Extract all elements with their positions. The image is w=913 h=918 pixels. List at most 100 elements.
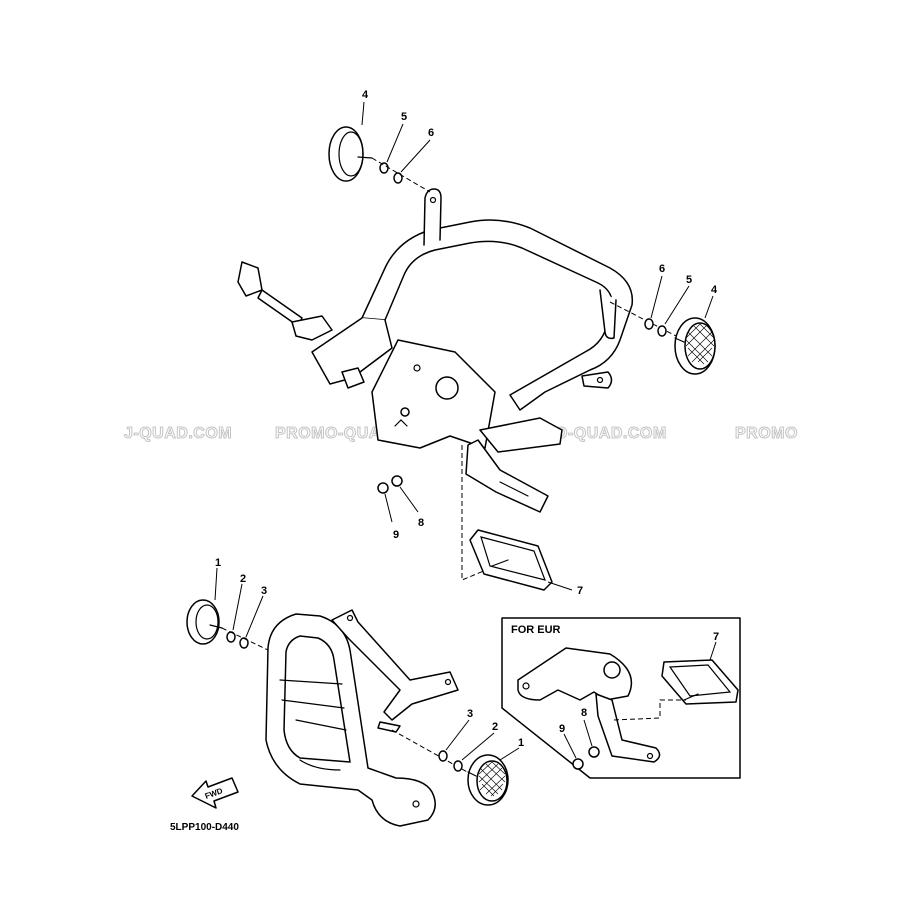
axis-line-right xyxy=(609,301,681,339)
callout-eur-9: 9 xyxy=(559,723,565,735)
reflector-1-left-rim xyxy=(195,604,219,640)
guard-mount-bracket xyxy=(331,609,459,721)
watermark-text-4: PROMO xyxy=(735,425,798,442)
callout-1: 1 xyxy=(215,557,221,569)
washer-8 xyxy=(391,475,403,487)
eur-inset-title: FOR EUR xyxy=(511,624,561,636)
guard-pin xyxy=(377,721,401,733)
leader-2 xyxy=(232,583,243,631)
left-hook xyxy=(341,367,365,389)
nut-6-right xyxy=(644,318,654,330)
rubber-mount-end xyxy=(291,315,333,341)
callout-6: 6 xyxy=(428,127,434,139)
nut-6-left xyxy=(393,172,403,184)
eur-bracket-hole-small xyxy=(522,682,530,690)
reflector-1-right-face xyxy=(476,760,508,802)
front-guard-assembly xyxy=(265,609,459,827)
bottom-left-reflector-group: 1 2 3 xyxy=(186,557,269,651)
eur-washer-8 xyxy=(588,746,600,758)
eur-nut-9 xyxy=(572,758,584,770)
right-loop-tab xyxy=(581,371,613,389)
reflector-1-left xyxy=(186,599,220,645)
axis-line-br xyxy=(391,729,479,779)
bracket-frame xyxy=(361,219,634,411)
diagram-code: 5LPP100-D440 xyxy=(170,822,239,833)
callout-5r: 5 xyxy=(686,274,692,286)
bottom-right-reflector-group: 3 2 1 xyxy=(391,708,524,806)
guard-mount-hole-1 xyxy=(346,614,354,622)
bracket-hole-small xyxy=(400,407,410,417)
axis-line xyxy=(371,157,431,193)
plate-7 xyxy=(469,529,553,591)
eur-bracket xyxy=(517,647,633,701)
callout-eur-7: 7 xyxy=(713,631,719,643)
nut-9 xyxy=(377,482,389,494)
right-stay xyxy=(479,417,563,453)
reflector-4-left-stud xyxy=(357,156,373,159)
callout-6r: 6 xyxy=(659,263,665,275)
nut-3-right xyxy=(438,750,448,762)
bracket-hole-large xyxy=(435,376,459,400)
washer-5-right xyxy=(657,325,667,337)
axis-line-bl xyxy=(221,627,269,651)
right-mount-tab xyxy=(599,289,617,340)
reflector-1-right-stud xyxy=(467,771,477,777)
callout-eur-8: 8 xyxy=(581,707,587,719)
guard-ribs xyxy=(279,679,347,731)
plate-7-stud xyxy=(491,559,509,567)
top-left-reflector-group: 4 5 6 xyxy=(328,89,434,193)
center-bracket-plate xyxy=(371,339,496,449)
left-arm xyxy=(311,317,393,385)
leader-eur-8 xyxy=(583,719,593,747)
guard-mount-hole-2 xyxy=(444,678,452,686)
leader-6 xyxy=(400,139,431,173)
leader-2r xyxy=(461,732,495,761)
washer-5-left xyxy=(379,162,389,174)
callout-8: 8 xyxy=(418,517,424,529)
callout-1r: 1 xyxy=(518,737,524,749)
lower-slot xyxy=(499,481,529,497)
leader-6r xyxy=(650,275,663,319)
leader-7 xyxy=(547,581,573,591)
reflector-4-right-stud xyxy=(674,337,685,343)
eur-lower-hole xyxy=(646,752,654,760)
leader-4r xyxy=(704,295,714,319)
leader-eur-9 xyxy=(563,733,577,759)
callout-9: 9 xyxy=(393,529,399,541)
eur-lower-bracket xyxy=(595,693,661,763)
leader-3r xyxy=(445,719,470,751)
guard-foot-hole xyxy=(412,800,420,808)
watermark-text-1: J-QUAD.COM xyxy=(124,425,232,442)
callout-3: 3 xyxy=(261,585,267,597)
leader-5 xyxy=(386,123,404,163)
reflector-4-right-face xyxy=(684,322,716,370)
leader-1r xyxy=(499,747,520,761)
fwd-arrow: FWD xyxy=(191,777,239,809)
reflector-1-right-hatch xyxy=(478,761,506,797)
leader-8 xyxy=(399,486,419,513)
fwd-arrow-shape xyxy=(191,777,239,809)
callout-5: 5 xyxy=(401,111,407,123)
top-mount-tab xyxy=(423,188,442,246)
guard-inner xyxy=(283,635,351,763)
leader-4 xyxy=(361,101,365,126)
reflector-1-left-stud xyxy=(209,624,223,629)
loop-hole xyxy=(596,376,604,384)
callout-2: 2 xyxy=(240,573,246,585)
guard-lower-curve xyxy=(299,759,341,771)
reflector-4-left-rim xyxy=(338,131,364,177)
washer-2-right xyxy=(453,760,463,772)
top-right-reflector-group: 6 5 4 xyxy=(609,263,718,375)
leader-5r xyxy=(664,285,690,325)
eur-plate-7-stud xyxy=(683,693,699,701)
eur-inset: FOR EUR 7 8 9 xyxy=(501,617,741,779)
bracket-hole-tiny xyxy=(413,364,421,372)
callout-4: 4 xyxy=(362,89,369,101)
washer-2-left xyxy=(226,631,236,643)
leader-9 xyxy=(384,493,393,523)
callout-2r: 2 xyxy=(492,721,498,733)
eur-bracket-hole xyxy=(603,661,621,679)
callout-3r: 3 xyxy=(467,708,473,720)
reflector-4-right-hatch xyxy=(685,323,715,365)
